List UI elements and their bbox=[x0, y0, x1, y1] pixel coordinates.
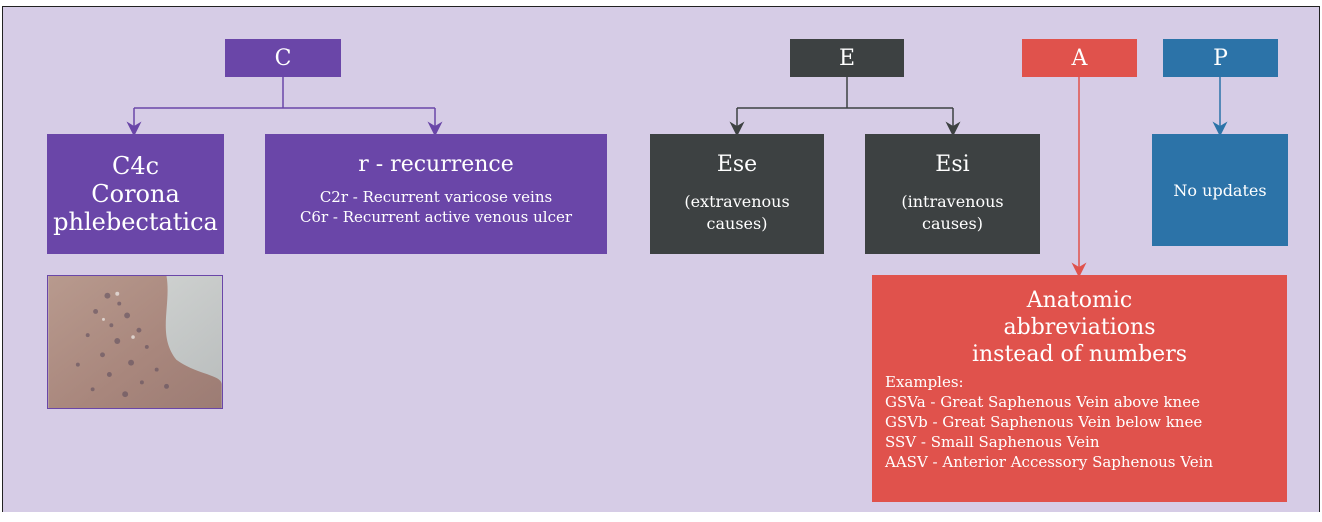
a-letter-box: A bbox=[1022, 39, 1137, 77]
recurrence-c6r: C6r - Recurrent active venous ulcer bbox=[299, 208, 573, 226]
esi-desc-line2: causes) bbox=[922, 214, 983, 233]
ese-desc-line1: (extravenous bbox=[684, 192, 790, 211]
anatomic-heading-line1: Anatomic bbox=[1026, 288, 1133, 313]
anatomic-box: Anatomic abbreviations instead of number… bbox=[872, 275, 1287, 502]
example-gsvb: GSVb - Great Saphenous Vein below knee bbox=[885, 413, 1203, 431]
c-letter-box: C bbox=[225, 39, 341, 77]
recurrence-box: r - recurrence C2r - Recurrent varicose … bbox=[265, 134, 607, 254]
c4c-code: C4c bbox=[111, 152, 160, 180]
anatomic-heading-line2: abbreviations bbox=[1003, 315, 1156, 340]
e-connector bbox=[729, 77, 961, 137]
esi-box: Esi (intravenous causes) bbox=[865, 134, 1040, 254]
recurrence-c2r: C2r - Recurrent varicose veins bbox=[319, 188, 553, 206]
ese-title: Ese bbox=[716, 152, 758, 177]
esi-desc-line1: (intravenous bbox=[901, 192, 1004, 211]
esi-title: Esi bbox=[935, 152, 970, 177]
ceap-diagram: C E A P C4c Corona phlebectatica r - rec… bbox=[2, 6, 1320, 512]
c-connector bbox=[126, 77, 443, 137]
recurrence-title: r - recurrence bbox=[358, 152, 514, 177]
example-ssv: SSV - Small Saphenous Vein bbox=[885, 433, 1100, 451]
a-letter: A bbox=[1071, 45, 1088, 71]
c-letter: C bbox=[274, 45, 292, 71]
p-no-updates-box: No updates bbox=[1152, 134, 1288, 246]
ese-box: Ese (extravenous causes) bbox=[650, 134, 824, 254]
leg-photo bbox=[47, 275, 223, 409]
examples-label: Examples: bbox=[885, 373, 964, 391]
e-letter: E bbox=[838, 45, 856, 71]
c4c-box: C4c Corona phlebectatica bbox=[47, 134, 224, 254]
e-letter-box: E bbox=[790, 39, 904, 77]
anatomic-heading-line3: instead of numbers bbox=[971, 342, 1188, 367]
examples-list: Examples: GSVa - Great Saphenous Vein ab… bbox=[872, 372, 1287, 472]
example-gsva: GSVa - Great Saphenous Vein above knee bbox=[885, 393, 1200, 411]
p-no-updates-text: No updates bbox=[1173, 180, 1267, 200]
p-letter-box: P bbox=[1163, 39, 1278, 77]
c4c-name-line2: phlebectatica bbox=[53, 208, 218, 236]
connector-lines bbox=[126, 77, 1228, 278]
ese-desc-line2: causes) bbox=[706, 214, 768, 233]
c4c-name-line1: Corona bbox=[91, 180, 180, 208]
p-letter: P bbox=[1213, 45, 1228, 71]
example-aasv: AASV - Anterior Accessory Saphenous Vein bbox=[885, 453, 1214, 471]
